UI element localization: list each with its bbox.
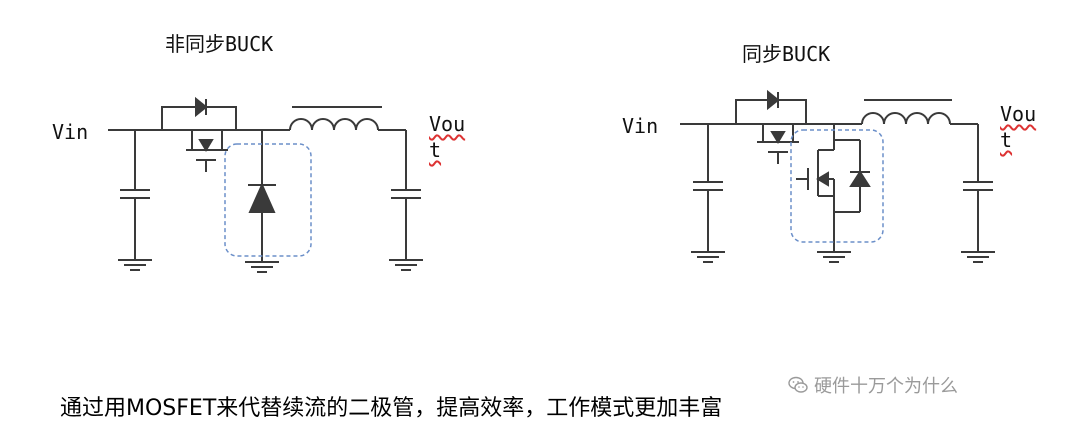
left-mos-arrow: [198, 139, 214, 152]
left-freewheel-diode: [248, 182, 276, 213]
right-vin-label: Vin: [622, 114, 659, 138]
right-inductor: [861, 112, 951, 125]
left-vout-label-line2: t: [429, 138, 442, 162]
right-ls-body-diode: [849, 170, 871, 187]
right-circuit: [680, 89, 995, 263]
left-circuit: [108, 96, 423, 273]
left-vin-label: Vin: [52, 120, 89, 144]
right-mos-arrow: [770, 131, 786, 144]
left-title: 非同步BUCK: [165, 32, 274, 56]
right-title: 同步BUCK: [742, 42, 831, 66]
caption: 通过用MOSFET来代替续流的二极管，提高效率，工作模式更加丰富: [60, 396, 723, 421]
right-ls-arrow: [816, 171, 829, 187]
left-vout-label-line1: Vou: [429, 112, 466, 136]
watermark: 硬件十万个为什么: [788, 372, 958, 398]
right-vout-label-line1: Vou: [1000, 102, 1037, 126]
left-body-diode-arrow: [195, 96, 208, 118]
watermark-text: 硬件十万个为什么: [814, 376, 958, 397]
wechat-icon: [788, 376, 808, 393]
right-body-diode-arrow: [767, 89, 780, 111]
left-highlight-box: [224, 143, 312, 257]
left-inductor: [289, 118, 379, 131]
right-vout-label-line2: t: [1000, 128, 1013, 152]
right-highlight-box: [790, 129, 884, 243]
